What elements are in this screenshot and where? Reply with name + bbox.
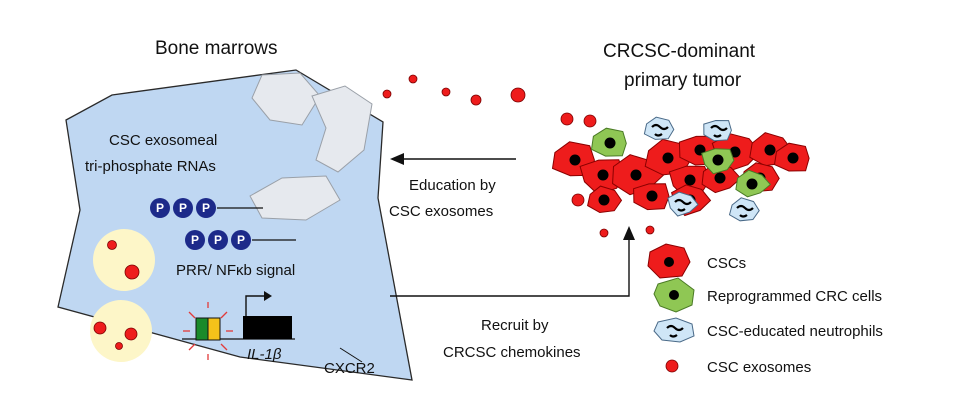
triphosphate-rna: P P P [185,230,296,250]
gene-block [243,316,292,339]
recruit-label-line1: Recruit by [481,317,549,334]
cell-nucleus [712,154,724,166]
promoter-element-yellow [207,317,221,341]
phosphate-group-icon [231,230,251,250]
receptor-label: CXCR2 [324,360,375,377]
education-label-line2: CSC exosomes [389,203,493,220]
phosphate-label: P [191,233,199,247]
cell-nucleus [569,154,581,166]
cell-nucleus [764,144,776,156]
exosome-icon [665,359,679,373]
cell-nucleus [598,194,610,206]
phosphate-label: P [237,233,245,247]
cell-nucleus [597,169,609,181]
phosphate-label: P [179,201,187,215]
cell-nucleus [746,178,758,190]
tumor-title-line1: CRCSC-dominant [603,41,756,62]
legend-item-exosomes: CSC exosomes [665,359,811,376]
phosphate-group-icon [150,198,170,218]
cell-nucleus [630,169,642,181]
legend-label-neutrophils: CSC-educated neutrophils [707,323,883,340]
neutrophil-nucleus [710,124,728,138]
gene-label: IL-1β [247,346,282,363]
phosphate-group-icon [196,198,216,218]
cell-nucleus [646,190,658,202]
receptor-pointer [339,347,363,363]
floating-exosomes [382,74,655,238]
phosphate-group-icon [208,230,228,250]
neutrophil-cell [643,116,675,140]
neutrophil-nucleus [674,198,692,212]
triphosphate-rna: P P P [150,198,263,218]
tumor-title-line2: primary tumor [624,70,742,91]
legend-label-exosomes: CSC exosomes [707,359,811,376]
rna-label-line2: tri-phosphate RNAs [85,158,216,175]
signal-label: PRR/ NFκb signal [176,262,295,279]
bone-fragment [249,175,341,221]
legend: CSCs Reprogrammed CRC cells CSC-educated… [647,243,883,376]
bone-fragment [251,72,321,126]
legend-item-cscs: CSCs [647,243,746,279]
education-arrow [390,153,516,165]
legend-item-reprogrammed: Reprogrammed CRC cells [653,277,882,313]
neutrophil-cell-icon [653,317,695,343]
legend-label-cscs: CSCs [707,255,746,272]
phosphate-label: P [202,201,210,215]
gene-construct: IL-1β [182,291,295,363]
transcription-start-arrow-icon [245,295,264,316]
bone-marrow-title: Bone marrows [155,38,278,59]
neutrophil-nucleus [651,123,669,137]
recruit-label-line2: CRCSC chemokines [443,344,581,361]
phosphate-label: P [156,201,164,215]
activation-burst-icon [183,302,233,360]
tumor-cluster [551,116,810,222]
bone-marrow-group: Bone marrows CSC exosomeal tri-phosphate… [57,38,413,381]
vesicle-icon [90,300,152,362]
neutrophil-cell [728,197,760,222]
bone-fragment [311,85,373,173]
neutrophil-cell [703,119,732,142]
promoter-element-green [195,317,209,341]
phosphate-group-icon [185,230,205,250]
legend-item-neutrophils: CSC-educated neutrophils [653,317,883,343]
vesicle-icon [93,229,155,291]
rna-label-line1: CSC exosomeal [109,132,217,149]
phosphate-group-icon [173,198,193,218]
cell-nucleus [787,152,799,164]
education-label-line1: Education by [409,177,496,194]
cell-nucleus [604,137,616,149]
legend-label-reprogrammed: Reprogrammed CRC cells [707,288,882,305]
cell-nucleus [684,174,696,186]
neutrophil-nucleus [736,204,754,218]
neutrophil-cell [667,191,699,217]
phosphate-label: P [214,233,222,247]
cell-nucleus [714,172,726,184]
cell-nucleus [662,152,674,164]
recruit-arrow [390,226,635,297]
